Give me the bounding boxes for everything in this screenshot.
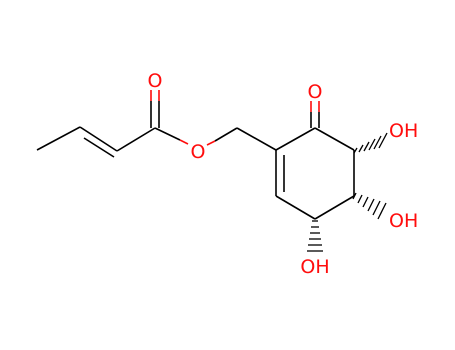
bond-ring-c1-c2 — [275, 127, 316, 151]
atom-label-ester-oxygen: O — [191, 141, 206, 163]
bond-carbonyl-to-oxygen-red — [179, 139, 189, 145]
hashed-wedge-oh-top — [353, 132, 388, 154]
atom-label-oh-middle: OH — [389, 210, 418, 232]
bond-to-carbonyl — [116, 127, 156, 152]
hashed-wedge-oh-bottom — [307, 220, 323, 252]
bond-alkene-double-b — [83, 137, 115, 158]
bond-methyl — [36, 126, 81, 151]
hashed-wedge-oh-middle — [352, 192, 387, 220]
bond-ring-c4-c5 — [314, 195, 355, 220]
bond-ch2-to-ring — [236, 127, 277, 151]
bond-ring-c2-c3 — [314, 127, 355, 151]
atom-label-ester-carbonyl-o: O — [148, 70, 163, 92]
bond-alkene-double-a — [79, 126, 118, 152]
atom-label-ketone-o: O — [308, 81, 323, 103]
bond-ring-c5-c6 — [275, 195, 316, 220]
bond-carbonyl-to-oxygen — [154, 127, 181, 141]
atom-label-oh-bottom: OH — [300, 256, 329, 278]
bond-oxygen-to-ch2-red — [206, 140, 216, 146]
bond-oxygen-to-ch2 — [214, 127, 238, 142]
atom-label-oh-top: OH — [389, 120, 418, 142]
